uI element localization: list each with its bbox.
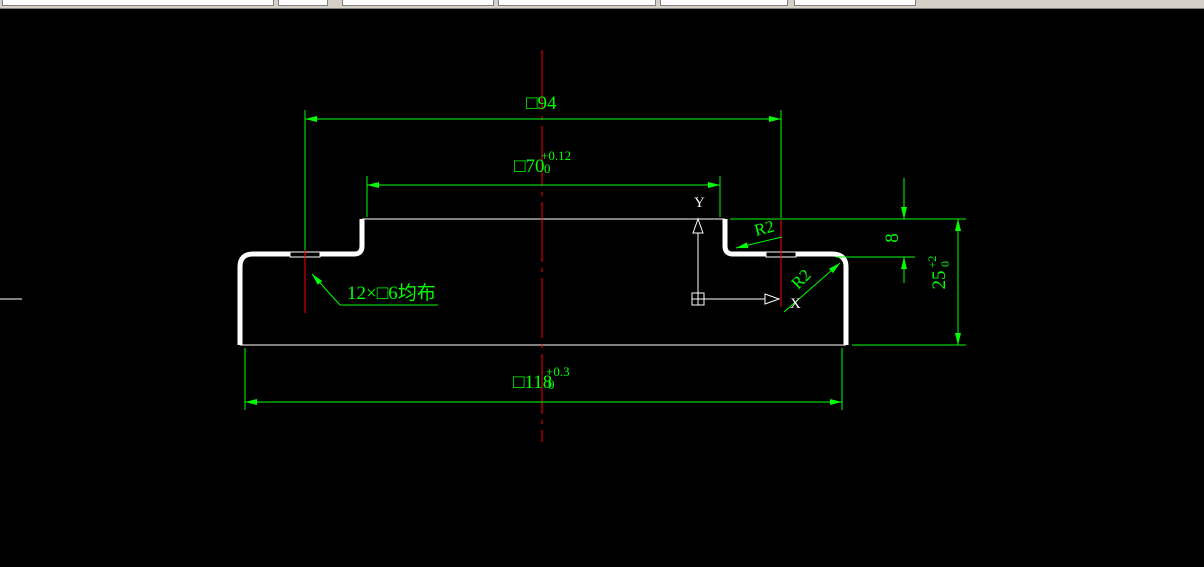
toolbar-dropdown-1[interactable]	[2, 0, 274, 6]
radius-upper-leader	[735, 236, 783, 249]
dim-inner-width-text: □70	[514, 156, 544, 177]
dimension-height-25	[852, 218, 966, 346]
toolbar-dropdown-5[interactable]	[660, 0, 788, 6]
dim-height-25-tol-lower: 0	[938, 261, 952, 267]
toolbar-dropdown-3[interactable]	[342, 0, 494, 6]
dim-inner-width-tol-lower: 0	[544, 161, 551, 176]
part-right-profile	[722, 219, 849, 345]
ucs-x-label: X	[790, 296, 801, 312]
dim-height-8-text: 8	[882, 233, 903, 243]
dim-height-25-tol-upper: +2	[925, 256, 939, 269]
dim-height-25-text: 25	[929, 271, 950, 290]
radius-lower-leader	[783, 262, 841, 313]
radius-upper-text: R2	[752, 217, 776, 240]
toolbar-dropdown-6[interactable]	[794, 0, 916, 6]
dimension-top-width	[304, 110, 782, 250]
toolbar-strip	[0, 0, 1204, 9]
part-outline	[237, 218, 849, 346]
dim-top-width-text: □94	[526, 93, 557, 114]
dim-bottom-width-tol-lower: 0	[548, 377, 555, 392]
dimension-bottom-width	[244, 348, 843, 410]
ucs-y-label: Y	[694, 195, 705, 211]
dimension-inner-width	[366, 176, 721, 217]
dim-bottom-width-text: □118	[513, 372, 552, 393]
dim-inner-width-tol-upper: +0.12	[541, 148, 571, 163]
dim-bottom-width-tol-upper: +0.3	[546, 364, 570, 379]
holes-note-text: 12×□6均布	[347, 282, 436, 304]
ucs-icon	[691, 217, 781, 306]
toolbar-dropdown-2[interactable]	[278, 0, 328, 6]
toolbar-dropdown-4[interactable]	[498, 0, 656, 6]
holes-note-leader	[311, 273, 438, 306]
part-left-profile	[237, 219, 365, 345]
